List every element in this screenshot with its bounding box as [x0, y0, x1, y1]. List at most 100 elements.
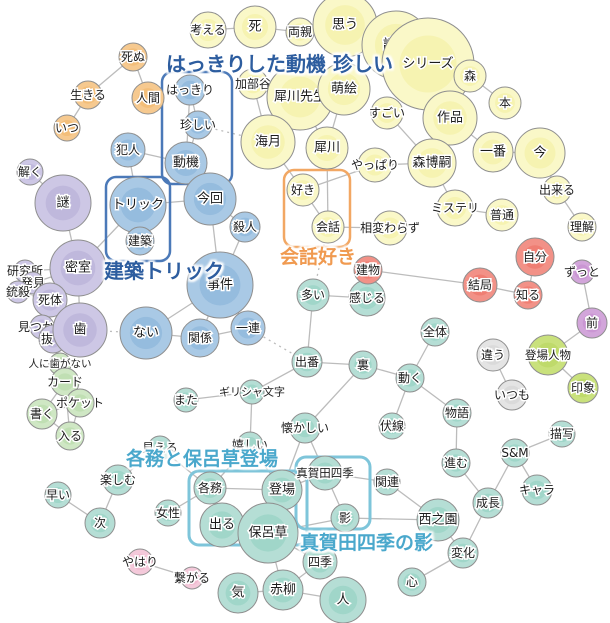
graph-node[interactable]: 一連 — [230, 310, 266, 346]
node-inner-circle — [359, 261, 377, 279]
graph-node[interactable]: 前 — [576, 307, 608, 339]
node-inner-circle — [279, 76, 321, 118]
node-inner-circle — [447, 454, 465, 472]
graph-node[interactable]: 理解 — [567, 212, 597, 242]
graph-node[interactable]: 伏線 — [378, 412, 406, 440]
graph-node[interactable]: ずっと — [562, 259, 602, 285]
node-inner-circle — [32, 404, 52, 424]
graph-node[interactable]: ない — [119, 306, 173, 360]
graph-node[interactable]: 関係 — [180, 318, 220, 358]
graph-node[interactable]: 描写 — [548, 420, 576, 448]
graph-node[interactable]: 印象 — [567, 372, 599, 404]
graph-node[interactable]: 繋がる — [172, 566, 212, 590]
graph-node[interactable]: やはり — [120, 548, 160, 576]
graph-node[interactable]: 成長 — [472, 487, 504, 519]
graph-node[interactable]: 自分 — [515, 237, 555, 277]
node-inner-circle — [269, 477, 295, 503]
graph-node[interactable]: 殺人 — [229, 211, 261, 243]
graph-node[interactable]: 珍しい — [178, 110, 218, 140]
graph-node[interactable]: 登場人物 — [524, 334, 573, 376]
graph-node[interactable]: 早い — [44, 481, 72, 509]
graph-node[interactable]: 動く — [395, 363, 425, 393]
node-inner-circle — [506, 444, 524, 462]
graph-node[interactable]: 書く — [26, 398, 58, 430]
node-inner-circle — [60, 250, 96, 286]
node-inner-circle — [297, 352, 317, 372]
graph-node[interactable]: 赤柳 — [262, 569, 304, 611]
graph-node[interactable]: 森博嗣 — [407, 138, 457, 188]
graph-node[interactable]: 両親 — [285, 17, 315, 47]
graph-node[interactable]: 森 — [453, 59, 487, 93]
graph-node[interactable]: また — [172, 387, 200, 413]
graph-node[interactable]: 普通 — [485, 198, 519, 232]
graph-node[interactable]: 気 — [217, 572, 259, 614]
graph-node[interactable]: 各務 — [193, 471, 227, 505]
graph-node[interactable]: 人 — [319, 576, 367, 623]
graph-node[interactable]: 裏 — [348, 350, 378, 380]
graph-node[interactable]: 海月 — [240, 114, 296, 170]
graph-node[interactable]: 懐かしい — [279, 412, 331, 444]
node-inner-circle — [377, 103, 397, 123]
node-inner-circle — [21, 163, 39, 181]
graph-node[interactable]: 解く — [16, 158, 44, 186]
graph-node[interactable]: 犀川 — [305, 126, 349, 170]
cluster-box — [282, 168, 352, 249]
graph-node[interactable]: 関連 — [373, 468, 401, 496]
graph-node[interactable]: 違う — [476, 338, 510, 372]
node-inner-circle — [235, 217, 255, 237]
graph-node[interactable]: 死 — [233, 5, 277, 49]
graph-node[interactable]: 犯人 — [110, 132, 146, 168]
graph-node[interactable]: 謎 — [34, 174, 92, 232]
graph-node[interactable]: 建物 — [353, 255, 383, 285]
graph-node[interactable]: ミステリ — [429, 189, 481, 227]
graph-node[interactable]: 入る — [55, 421, 85, 451]
node-inner-circle — [327, 72, 361, 106]
node-inner-circle — [11, 285, 25, 299]
graph-node[interactable]: 感じる — [347, 279, 387, 317]
graph-node[interactable]: 物語 — [442, 398, 472, 428]
graph-node[interactable]: 出来る — [537, 175, 577, 205]
node-inner-circle — [483, 345, 503, 365]
graph-node[interactable]: 全体 — [420, 317, 450, 347]
graph-node[interactable]: 会話 — [311, 210, 345, 244]
node-inner-circle — [131, 232, 149, 250]
graph-node[interactable]: 銃殺 — [4, 280, 32, 304]
graph-node[interactable]: 本 — [488, 86, 522, 120]
graph-node[interactable]: すごい — [367, 96, 407, 130]
graph-node[interactable]: ギリシャ文字 — [218, 379, 287, 405]
graph-node[interactable]: 建築 — [125, 226, 155, 256]
graph-node[interactable]: 一番 — [472, 131, 514, 173]
graph-node[interactable]: 多い — [296, 278, 330, 312]
graph-node[interactable]: 作品 — [422, 90, 478, 146]
graph-node[interactable]: 好き — [286, 173, 320, 207]
node-inner-circle — [492, 205, 512, 225]
graph-node[interactable]: 変化 — [447, 537, 479, 569]
graph-node[interactable]: 今回 — [183, 172, 237, 226]
graph-node[interactable]: S&M — [500, 438, 530, 468]
node-inner-circle — [354, 356, 372, 374]
node-inner-circle — [403, 573, 421, 591]
graph-node[interactable]: 結局 — [462, 267, 498, 303]
graph-node[interactable]: 心 — [397, 567, 427, 597]
node-inner-circle — [56, 373, 74, 391]
graph-node[interactable]: やっぱり — [349, 147, 401, 183]
graph-node[interactable]: いつも — [492, 379, 532, 411]
node-inner-circle — [303, 285, 323, 305]
graph-node[interactable]: 知る — [513, 280, 543, 310]
graph-node[interactable]: 出番 — [291, 346, 323, 378]
graph-node[interactable]: 次 — [84, 507, 116, 539]
graph-node[interactable]: 進む — [441, 448, 471, 478]
graph-node[interactable]: 今 — [514, 127, 566, 179]
graph-node[interactable]: 保呂草 — [237, 502, 299, 564]
graph-node[interactable]: 人間 — [131, 81, 165, 115]
graph-node[interactable]: 出る — [199, 502, 245, 548]
graph-node[interactable]: キャラ — [517, 474, 557, 506]
node-inner-circle — [61, 427, 79, 445]
graph-node[interactable]: 死ぬ — [118, 42, 148, 72]
graph-node[interactable]: トリック — [109, 176, 167, 234]
graph-node[interactable]: いつ — [53, 114, 81, 142]
graph-node[interactable]: 女性 — [154, 499, 182, 527]
graph-node[interactable]: 歯 — [52, 302, 108, 358]
graph-node[interactable]: はっきり — [164, 74, 216, 106]
graph-node[interactable]: 考える — [189, 11, 227, 49]
